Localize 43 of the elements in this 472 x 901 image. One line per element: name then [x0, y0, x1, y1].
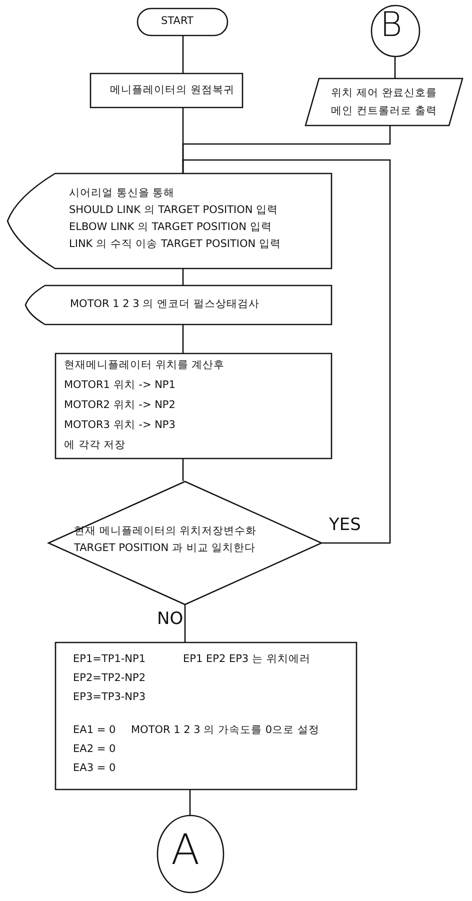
connector-circle [371, 5, 420, 57]
node-text: 위치 제어 완료신호를 메인 컨트롤러로 출력 [330, 86, 438, 119]
node-text: 현재 메니플레이터의 위치저장변수화 [74, 524, 257, 539]
node-text: MOTOR 1 2 3 의 가속도를 0으로 설정 [131, 723, 320, 738]
connector-line [182, 459, 184, 481]
node-text: TARGET POSITION 과 비교 일치한다 [74, 541, 256, 556]
process-box [55, 642, 357, 790]
node-text: EP1 EP2 EP3 는 위치에러 [183, 652, 310, 667]
connector-line [182, 36, 184, 73]
node-text: START [161, 14, 194, 29]
node-text: 현재메니플레이터 위치를 계산후 [64, 358, 225, 373]
process-box [55, 353, 332, 459]
node-text: ELBOW LINK 의 TARGET POSITION 입력 [69, 220, 272, 235]
display-shape [7, 173, 332, 269]
node-text: SHOULD LINK 의 TARGET POSITION 입력 [69, 203, 278, 218]
node-text: LINK 의 수직 이송 TARGET POSITION 입력 [69, 237, 281, 252]
node-text: EP2=TP2-NP2 [73, 671, 146, 686]
node-text: B [380, 8, 402, 42]
node-text: EP3=TP3-NP3 [73, 690, 146, 705]
connector-line [184, 605, 186, 642]
node-text: EA3 = 0 [73, 761, 116, 776]
node-text: MOTOR1 위치 -> NP1 [64, 378, 176, 393]
node-text: 시어리얼 통신을 통해 [69, 186, 175, 201]
node-text: 에 각각 저장 [64, 438, 126, 453]
connector-line [182, 159, 391, 544]
node-text: MOTOR3 위치 -> NP3 [64, 418, 176, 433]
connector-line [182, 325, 184, 353]
node-text: EA1 = 0 [73, 723, 116, 738]
node-text: A [171, 829, 200, 871]
node-text: EP1=TP1-NP1 [73, 652, 146, 667]
connector-line [182, 269, 184, 285]
display-shape [25, 285, 332, 325]
connector-circle [157, 815, 224, 893]
node-text: MOTOR 1 2 3 의 엔코더 펄스상태검사 [70, 297, 260, 312]
connector-line [394, 57, 396, 78]
terminal-shape [137, 8, 228, 36]
connector-line [189, 790, 191, 815]
node-text: EA2 = 0 [73, 742, 116, 757]
node-text: 메니플레이터의 원점복귀 [110, 83, 234, 98]
node-text: MOTOR2 위치 -> NP2 [64, 398, 176, 413]
process-box [90, 73, 243, 108]
io-parallelogram [305, 78, 463, 126]
decision-diamond [48, 481, 322, 605]
